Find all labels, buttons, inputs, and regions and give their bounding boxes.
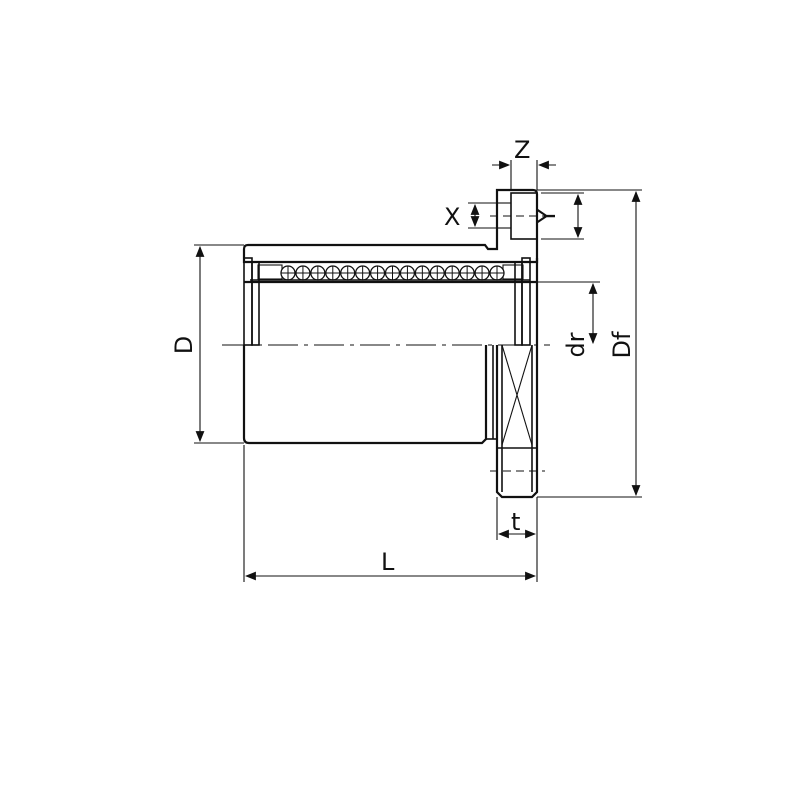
label-x: X xyxy=(444,203,460,231)
retainer-left xyxy=(257,264,283,280)
ball-crosshair xyxy=(325,266,340,280)
retainer-right xyxy=(502,264,524,280)
seal-left xyxy=(243,257,253,346)
ball-row xyxy=(280,265,505,281)
ball-crosshair xyxy=(340,266,355,280)
ball-crosshair xyxy=(460,266,475,280)
ball-crosshair xyxy=(415,266,430,280)
label-d: D xyxy=(170,336,198,354)
ball-crosshair xyxy=(385,266,400,280)
ball-crosshair xyxy=(310,266,325,280)
exterior-view xyxy=(242,344,545,499)
ball-crosshair xyxy=(475,266,490,280)
ball-crosshair xyxy=(430,266,445,280)
dimension-lines xyxy=(194,160,642,582)
label-t: t xyxy=(511,508,520,536)
ball-crosshair xyxy=(355,266,370,280)
ball-crosshair xyxy=(295,266,310,280)
flange-body xyxy=(495,345,539,499)
ball-crosshair xyxy=(490,266,504,280)
label-l: L xyxy=(381,548,395,576)
ball-crosshair xyxy=(400,266,415,280)
ball-crosshair xyxy=(370,266,385,280)
label-y: Y xyxy=(533,208,561,224)
housing-shell xyxy=(242,188,539,264)
ball-crosshair xyxy=(445,266,460,280)
dimension-labels: Z X Y D dr Df t L xyxy=(170,136,636,576)
label-dr: dr xyxy=(562,332,590,357)
section-view xyxy=(242,188,539,346)
label-z: Z xyxy=(514,136,530,164)
ball-crosshair xyxy=(281,266,295,280)
label-df: Df xyxy=(608,331,636,358)
